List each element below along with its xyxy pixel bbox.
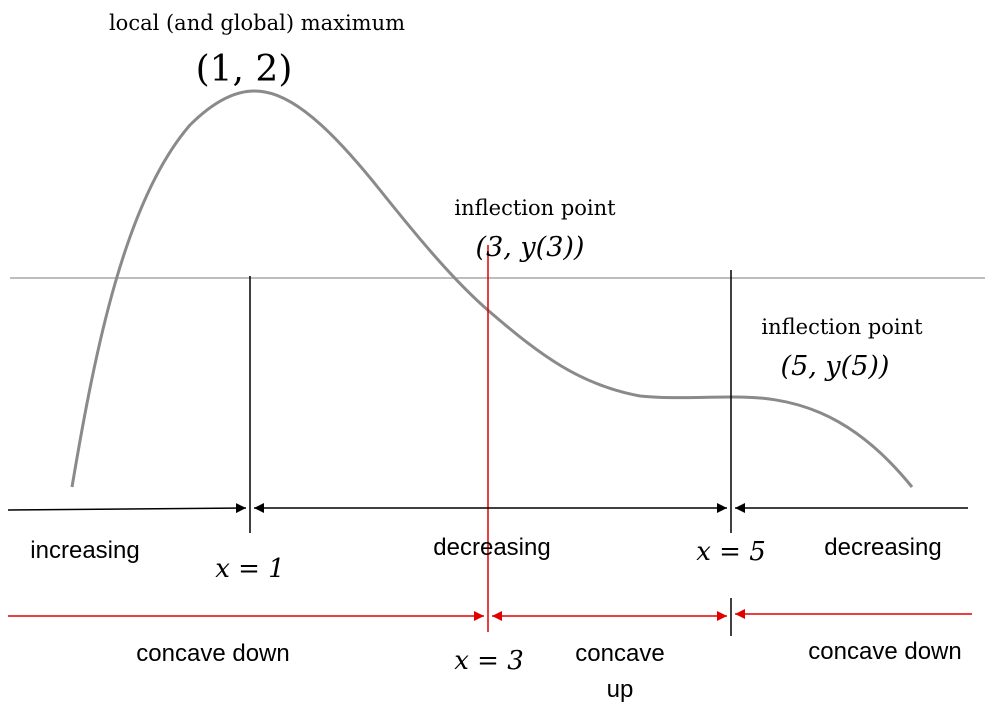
maximum-point-label: (1, 2) <box>196 49 293 90</box>
increasing-arrow <box>7 503 247 514</box>
concave-down-right-label: concave down <box>808 638 961 665</box>
inflection-point-5-coords: (5, y(5)) <box>781 351 890 382</box>
inflection-point-5-label: inflection point <box>761 315 923 339</box>
concave-down-left-label: concave down <box>136 640 289 667</box>
maximum-label: local (and global) maximum <box>109 11 405 35</box>
concave-up-label-line1: concave <box>575 640 664 667</box>
inflection-point-3-coords: (3, y(3)) <box>476 232 585 263</box>
function-curve <box>70 89 914 488</box>
decreasing-middle-label: decreasing <box>433 534 550 561</box>
concave-up-label-line2: up <box>607 676 634 703</box>
increasing-label: increasing <box>30 537 139 564</box>
x5-label: x = 5 <box>696 537 766 567</box>
inflection-point-3-label: inflection point <box>454 196 616 220</box>
x1-label: x = 1 <box>215 554 285 584</box>
decreasing-right-label: decreasing <box>824 534 941 561</box>
x3-label: x = 3 <box>454 646 524 676</box>
